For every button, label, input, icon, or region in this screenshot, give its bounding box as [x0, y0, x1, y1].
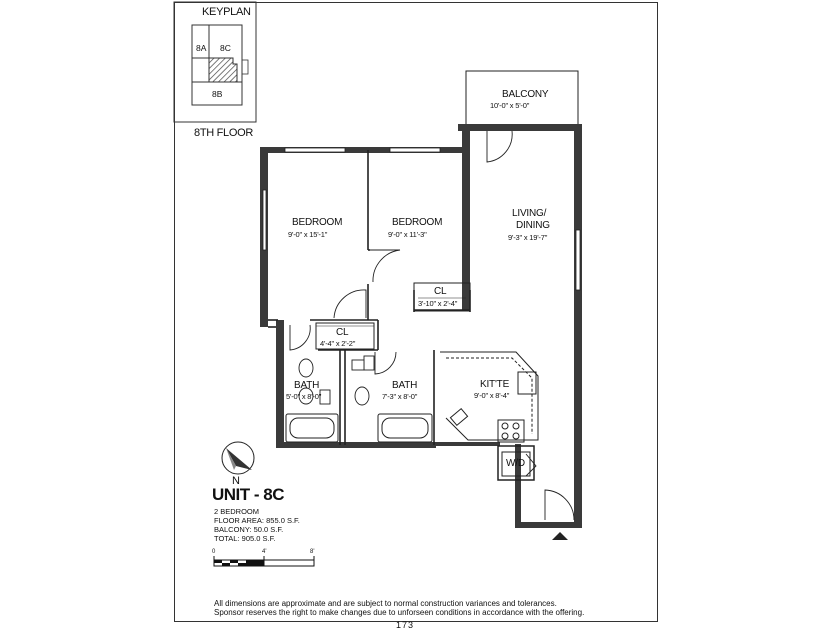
kitchen-dims: 9'-0" x 8'-4"	[474, 391, 510, 400]
living-label-line2: DINING	[516, 220, 550, 231]
balcony-label: BALCONY	[502, 89, 549, 100]
closet2-outline	[315, 322, 375, 350]
scale-label-8: 8'	[310, 549, 315, 555]
keyplan-unit-8b: 8B	[212, 89, 223, 99]
door-swings	[289, 130, 575, 521]
unit-type: 2 BEDROOM	[214, 507, 260, 516]
closet1-dims: 3'-10" x 2'-4"	[418, 299, 458, 308]
balcony-dims: 10'-0" x 5'-0"	[490, 101, 530, 110]
scale-label-0: 0	[212, 549, 216, 555]
disclaimer-line1: All dimensions are approximate and are s…	[214, 599, 557, 608]
bedroom1-label: BEDROOM	[292, 217, 343, 228]
floor-label: 8TH FLOOR	[194, 127, 254, 139]
bath2-label: BATH	[392, 380, 418, 391]
windows	[262, 147, 581, 291]
bedroom2-dims: 9'-0" x 11'-3"	[388, 230, 427, 239]
kitchen-counter	[440, 351, 539, 443]
bedroom1-dims: 9'-0" x 15'-1"	[288, 230, 328, 239]
total-area: TOTAL: 905.0 S.F.	[214, 534, 276, 543]
compass-north-label: N	[232, 475, 240, 487]
kitchen-label: KIT'TE	[480, 379, 510, 390]
bedroom2-label: BEDROOM	[392, 217, 443, 228]
page-number: 173	[396, 620, 415, 630]
interior-walls	[268, 150, 471, 445]
living-dims: 9'-3" x 19'-7"	[508, 233, 548, 242]
living-label-line1: LIVING/	[512, 208, 547, 219]
keyplan	[173, 1, 257, 123]
page-frame	[174, 2, 658, 622]
closet1-outline	[413, 282, 471, 312]
washer-dryer-label: W/D	[506, 458, 525, 469]
bath1-dims: 5'-0" x 8'-0"	[286, 392, 322, 401]
floor-area: FLOOR AREA: 855.0 S.F.	[214, 516, 300, 525]
closet1-label: CL	[434, 286, 447, 297]
closet2-label: CL	[336, 327, 349, 338]
keyplan-unit-highlight	[208, 57, 238, 83]
disclaimer-line2: Sponsor reserves the right to make chang…	[214, 608, 585, 617]
keyplan-title: KEYPLAN	[202, 6, 251, 18]
keyplan-unit-8c: 8C	[220, 43, 231, 53]
washer-dryer-outline	[501, 451, 531, 477]
keyplan-unit-8a: 8A	[196, 43, 207, 53]
bathtubs	[285, 413, 433, 443]
balcony-area: BALCONY: 50.0 S.F.	[214, 525, 284, 534]
closet2-dims: 4'-4" x 2'-2"	[320, 339, 356, 348]
bath2-dims: 7'-3" x 8'-0"	[382, 392, 418, 401]
scale-label-4: 4'	[262, 549, 267, 555]
scale-bar	[213, 556, 315, 567]
compass-icon	[221, 441, 255, 475]
bath1-label: BATH	[294, 380, 320, 391]
unit-title: UNIT - 8C	[212, 485, 285, 504]
bath-fixtures	[298, 355, 375, 406]
entry-arrow-icon	[552, 532, 568, 540]
